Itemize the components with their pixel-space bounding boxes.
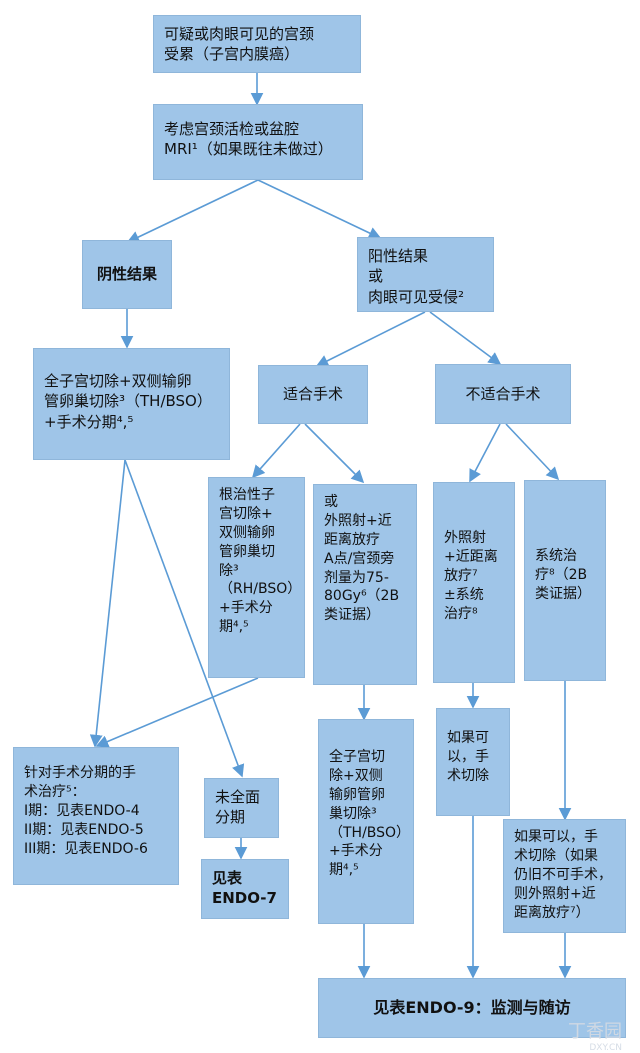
node-ebrt-alternative: 或 外照射+近 距离放疗 A点/宫颈旁 剂量为75- 80Gy⁶（2B 类证据）: [313, 484, 417, 685]
node-unfit-for-surgery: 不适合手术: [435, 364, 571, 424]
edge-pos-fit: [315, 311, 426, 367]
edge-fit-ebrtalt: [304, 423, 365, 484]
node-fit-for-surgery: 适合手术: [258, 365, 368, 424]
node-systemic-therapy: 系统治 疗⁸（2B 类证据）: [524, 480, 606, 681]
edge-n2-neg: [126, 179, 259, 243]
node-suspected-cervical: 可疑或肉眼可见的宫颈 受累（子宫内膜癌）: [153, 15, 361, 73]
edge-fit-radical: [251, 423, 301, 479]
edge-radical-staging: [95, 677, 259, 748]
edge-tah-incomplete: [124, 459, 245, 778]
node-see-endo-7: 见表 ENDO-7: [201, 859, 289, 919]
node-radical-hysterectomy: 根治性子 宫切除+ 双侧输卵 管卵巢切 除³ （RH/BSO） +手术分 期⁴,…: [208, 477, 305, 678]
node-surgical-staging: 针对手术分期的手 术治疗⁵： I期：见表ENDO-4 II期：见表ENDO-5 …: [13, 747, 179, 885]
node-positive: 阳性结果 或 肉眼可见受侵²: [357, 237, 494, 312]
watermark: 丁香园: [568, 1021, 622, 1042]
node-negative: 阴性结果: [82, 240, 172, 309]
node-resect-if-possible-2: 如果可以，手 术切除（如果 仍旧不可手术， 则外照射+近 距离放疗⁷）: [503, 819, 626, 933]
node-total-hysterectomy: 全子宫切除+双侧输卵 管卵巢切除³（TH/BSO） +手术分期⁴,⁵: [33, 348, 230, 460]
node-followup: 见表ENDO-9：监测与随访: [318, 978, 626, 1038]
node-incomplete-staging: 未全面 分期: [204, 778, 279, 838]
edge-unfit-systemic: [505, 423, 560, 481]
edge-unfit-ebrt: [469, 423, 501, 483]
watermark-sub: DXY.CN: [589, 1043, 622, 1053]
node-total-hysterectomy-2: 全子宫切 除+双侧 输卵管卵 巢切除³ （TH/BSO） +手术分 期⁴,⁵: [318, 719, 414, 924]
node-ebrt-brachy: 外照射 +近距离 放疗⁷ ±系统 治疗⁸: [433, 482, 515, 683]
node-resect-if-possible: 如果可 以，手 术切除: [436, 708, 510, 816]
node-biopsy-mri: 考虑宫颈活检或盆腔 MRI¹（如果既往未做过）: [153, 104, 363, 180]
edge-tah-staging: [89, 459, 126, 748]
edge-n2-pos: [257, 179, 382, 239]
edge-pos-unfit: [429, 311, 502, 365]
